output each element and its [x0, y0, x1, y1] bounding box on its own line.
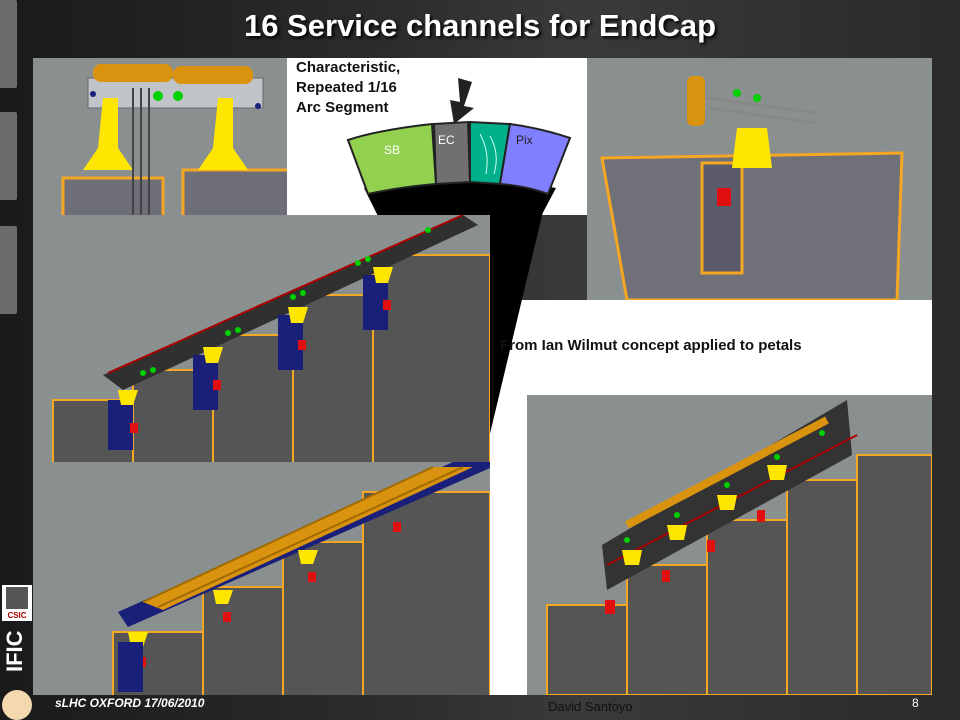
csic-logo-text: CSIC — [7, 611, 26, 620]
footer-event: sLHC OXFORD 17/06/2010 — [55, 696, 205, 710]
note-line-2: Repeated 1/16 — [296, 79, 397, 96]
note-line-3: Arc Segment — [296, 99, 389, 116]
cad-top-left — [33, 58, 287, 216]
segment-sb — [346, 122, 438, 196]
ific-logo: IFIC — [2, 630, 27, 672]
cad-bottom-right — [527, 395, 932, 695]
sidebar-tab-1 — [0, 0, 17, 88]
page-number: 8 — [912, 696, 919, 710]
csic-logo: CSIC — [2, 585, 32, 621]
segment-ec — [432, 120, 472, 186]
segment-label-ec: EC — [438, 133, 455, 147]
cad-bottom-left — [33, 462, 490, 695]
seal-logo — [2, 690, 32, 720]
footer-author: David Santoyo — [548, 699, 633, 714]
note-line-1: Characteristic, — [296, 59, 401, 76]
concept-caption: From Ian Wilmut concept applied to petal… — [500, 337, 802, 354]
sidebar-tab-2 — [0, 112, 17, 200]
segment-label-sb: SB — [384, 143, 400, 157]
slide-title: 16 Service channels for EndCap — [243, 8, 717, 43]
characteristic-note: Characteristic, Repeated 1/16 Arc Segmen… — [296, 58, 400, 118]
down-arrow-icon — [450, 78, 474, 124]
sidebar-tab-3 — [0, 226, 17, 314]
cad-top-right — [587, 58, 932, 300]
segment-label-pix: Pix — [516, 133, 533, 147]
cad-middle-left — [33, 215, 490, 465]
segment-pix — [498, 122, 572, 196]
